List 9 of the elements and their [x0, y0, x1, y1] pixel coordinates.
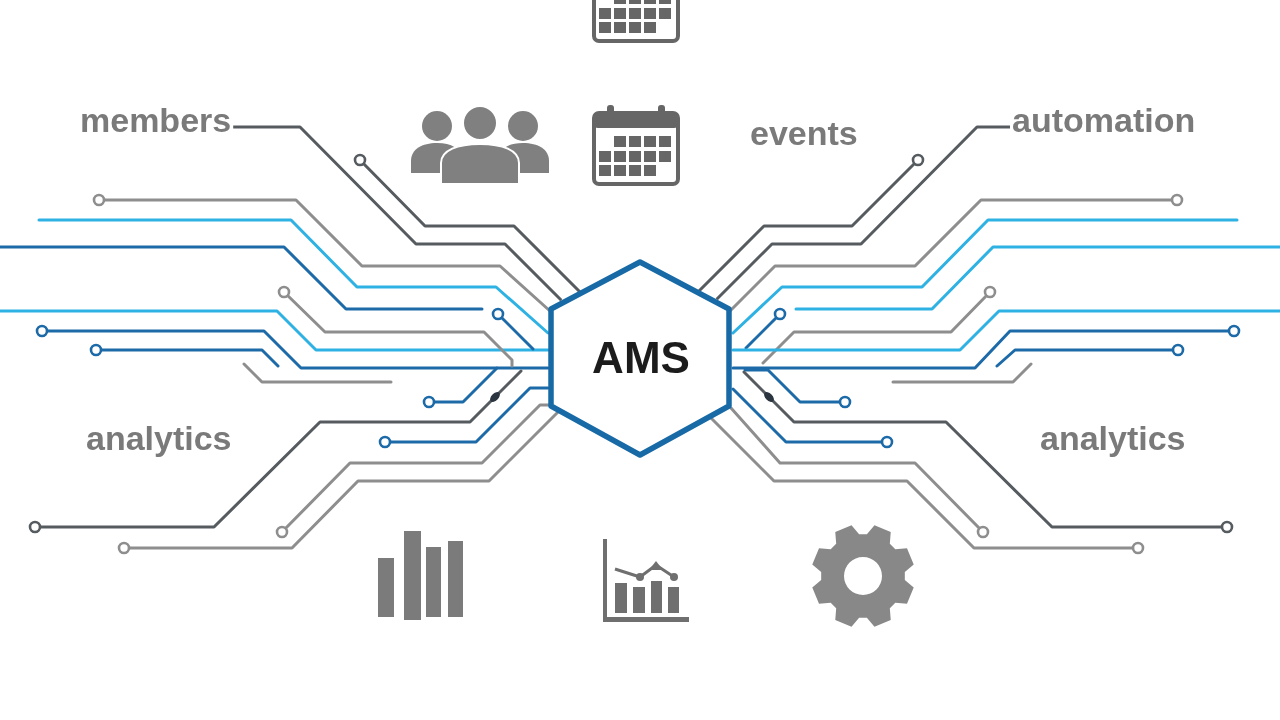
topic-label: automation [1012, 103, 1196, 137]
connector-line [233, 125, 563, 302]
connector-line [715, 125, 1010, 301]
topic-label: members [80, 103, 232, 137]
topic-label: analytics [86, 421, 232, 455]
hexagon-node [548, 258, 734, 458]
hexagon-label: AMS [592, 336, 690, 380]
topic-label: events [750, 116, 858, 150]
topic-label: analytics [1040, 421, 1186, 455]
